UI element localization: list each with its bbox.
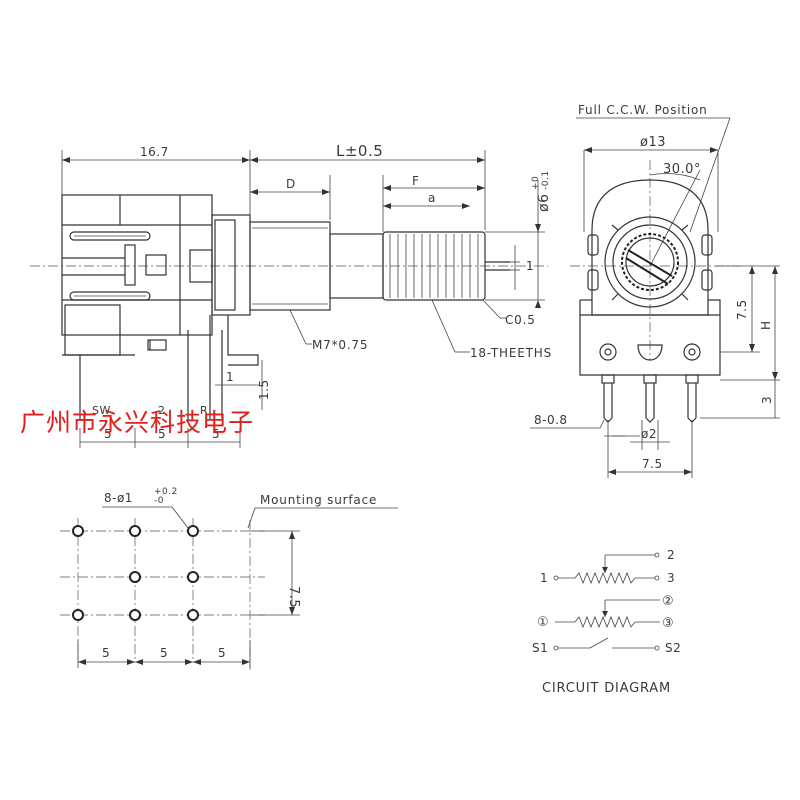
- dim-d-label: D: [286, 177, 296, 191]
- height-75-label: 7.5: [735, 299, 749, 320]
- dim-small-15: 1.5: [257, 379, 271, 400]
- side-view: 16.7 L±0.5 D F a: [30, 142, 552, 448]
- height-h-label: H: [759, 320, 773, 330]
- chamfer-label: C0.5: [505, 313, 536, 327]
- terminal-label-sw: SW: [92, 404, 111, 417]
- pcb-h3-label: 5: [218, 646, 226, 660]
- holes-tol-upper: +0.2: [154, 487, 178, 497]
- dim-terminal-pitch-3: 5: [212, 427, 220, 441]
- pin-2-label: 2: [667, 548, 675, 562]
- pin-1-label: 1: [540, 571, 548, 585]
- pcb-vertical-label: 7.5: [286, 586, 301, 608]
- pcb-h2-label: 5: [160, 646, 168, 660]
- teeth-label: 18-THEETHS: [470, 346, 552, 360]
- dim-a-label: a: [428, 191, 436, 205]
- pcb-layout: 8-ø1 +0.2 -0 Mounting surface: [60, 487, 398, 670]
- dim-terminal-pitch-1: 5: [104, 427, 112, 441]
- knurl-lines: [389, 234, 479, 298]
- holes-tol-lower: -0: [154, 496, 164, 506]
- hole-callout: 8-ø1 +0.2 -0: [102, 487, 189, 529]
- dim-shaft-length-label: L±0.5: [336, 142, 383, 160]
- pin-1c-label: ①: [537, 615, 549, 630]
- watermark-text: 广州市永兴科技电子: [20, 408, 254, 437]
- circuit-title: CIRCUIT DIAGRAM: [542, 681, 671, 696]
- pin-3c-label: ③: [662, 616, 674, 631]
- dim-width-label: 16.7: [140, 145, 169, 159]
- position-label: Full C.C.W. Position: [578, 103, 708, 117]
- dim-diameter-label: ø6: [536, 194, 552, 212]
- dim-small-1: 1: [226, 370, 234, 384]
- pin-s1-label: S1: [532, 641, 548, 655]
- pin-2c-label: ②: [662, 594, 674, 609]
- holes-label: 8-ø1: [104, 491, 133, 505]
- mounting-label: Mounting surface: [260, 493, 377, 507]
- pin-span-label: 7.5: [642, 457, 663, 471]
- terminal-label-2: 2: [158, 404, 166, 417]
- pin-length-label: 3: [760, 396, 774, 404]
- pin-width-label: 8-0.8: [534, 413, 568, 427]
- thread-label: M7*0.75: [312, 338, 368, 352]
- dim-diameter-tol-lower: -0.1: [541, 170, 551, 190]
- dim-diameter-tol-upper: +0: [531, 176, 541, 190]
- pin-3-label: 3: [667, 571, 675, 585]
- circuit-diagram: 1 3 2 ① ③ ② S1 S2 CIRCUIT DIAGRAM: [532, 548, 681, 696]
- dim-terminal-pitch-2: 5: [158, 427, 166, 441]
- pin-s2-label: S2: [665, 641, 681, 655]
- front-view: Full C.C.W. Position ø13 30.0°: [530, 103, 780, 478]
- pin-hole-label: ø2: [641, 427, 657, 441]
- dim-f-label: F: [412, 174, 419, 188]
- angle-label: 30.0°: [663, 162, 701, 177]
- body-diameter-label: ø13: [640, 135, 666, 150]
- pcb-h1-label: 5: [102, 646, 110, 660]
- dim-flat-label: 1: [526, 259, 534, 273]
- terminal-label-r: R: [200, 404, 208, 417]
